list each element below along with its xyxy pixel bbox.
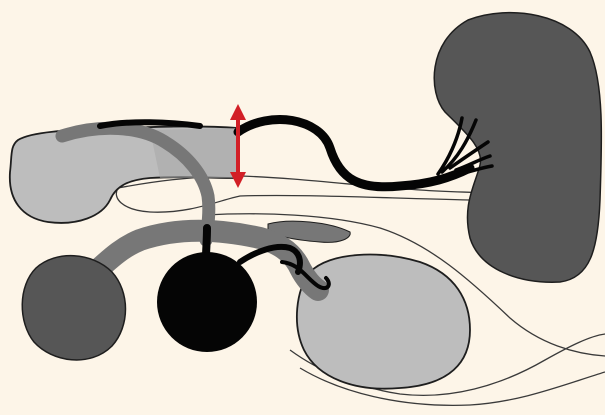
main-vessel (238, 119, 470, 186)
organ-top-strip (100, 122, 200, 126)
large-dark-organ (434, 13, 601, 283)
marker-arrowhead-bottom (230, 172, 246, 188)
large-light-organ (297, 255, 470, 389)
contour-line-loop (116, 188, 470, 212)
black-round-organ (157, 252, 257, 352)
marker-arrowhead-top (230, 104, 246, 120)
gray-round-organ (22, 256, 125, 360)
